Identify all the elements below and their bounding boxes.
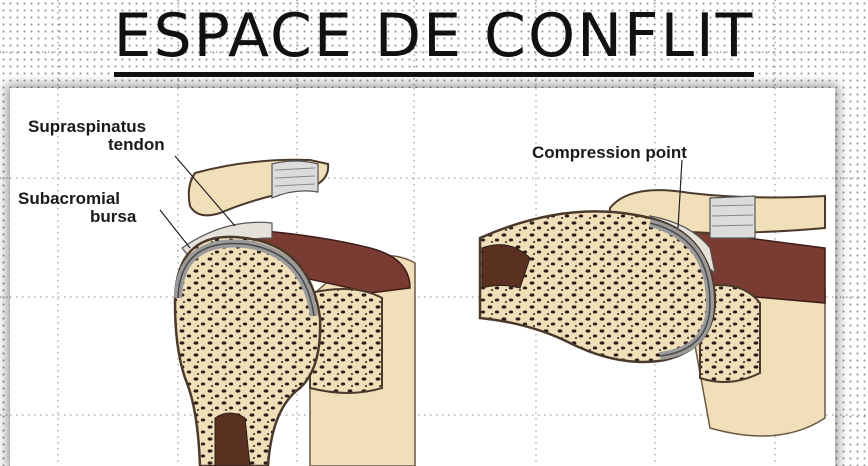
supraspinatus-label-line1: Supraspinatus bbox=[28, 118, 146, 136]
bursa-label-line1: Subacromial bbox=[18, 190, 120, 208]
left-shoulder bbox=[160, 156, 415, 466]
right-shoulder bbox=[480, 160, 825, 436]
bursa-label-line2: bursa bbox=[90, 208, 136, 226]
page-title: ESPACE DE CONFLIT bbox=[114, 2, 755, 77]
supraspinatus-label-line2: tendon bbox=[108, 136, 165, 154]
title-banner: ESPACE DE CONFLIT bbox=[0, 0, 868, 82]
compression-point-label: Compression point bbox=[532, 144, 687, 162]
shoulder-illustration-panel: Supraspinatus tendon Subacromial bursa C… bbox=[10, 88, 835, 466]
